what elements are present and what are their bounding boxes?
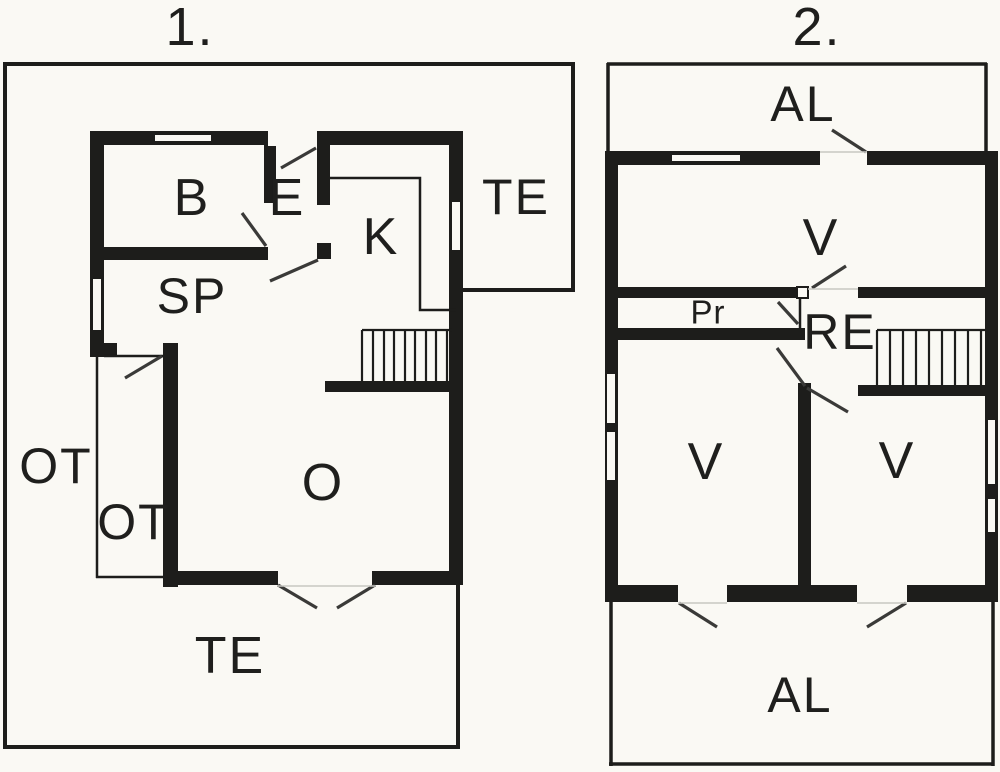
window-sp [91, 277, 103, 332]
door-swing-v-right [806, 386, 849, 414]
wall-under-stairs [858, 385, 998, 396]
door-swings [678, 128, 907, 629]
windows [605, 153, 997, 534]
door-openings [268, 130, 372, 586]
door-opening-balcony-right [857, 584, 907, 603]
wall-e-stub [317, 243, 331, 259]
wall-ot [163, 343, 178, 587]
window-right-lower [986, 497, 997, 534]
room-label-k: K [362, 208, 400, 266]
windows [91, 133, 462, 332]
door-swing-balcony-left [678, 601, 718, 629]
room-label-pr: Pr [690, 293, 726, 331]
room-label-al-bottom: AL [767, 667, 833, 723]
room-label-ot-inner: OT [97, 494, 171, 550]
door-swing-balcony-top [831, 128, 867, 154]
room-label-te-lower: TE [194, 627, 266, 685]
thin-lines [95, 176, 456, 579]
door-swing-terrace-left [277, 583, 318, 610]
room-label-v-left: V [687, 433, 725, 491]
plan-1-first-floor [3, 62, 575, 749]
wall-top [605, 151, 998, 165]
door-jamb [796, 286, 809, 299]
room-label-sp: SP [156, 268, 228, 324]
room-label-al-top: AL [770, 76, 836, 132]
kitchen-counter [330, 176, 456, 312]
room-label-re: RE [803, 304, 877, 360]
wall-v-bottom-left [618, 287, 797, 298]
door-swing-v-left [775, 347, 807, 387]
door-swing-balcony-right [866, 601, 907, 629]
balcony-outlines [606, 62, 995, 766]
room-label-v-right: V [878, 432, 916, 490]
window-right-upper [986, 418, 997, 486]
door-swing-pr [776, 300, 800, 326]
plan-1-title: 1. [165, 0, 215, 57]
wall-room-divider [798, 383, 811, 602]
door-openings [678, 150, 907, 603]
stairs [875, 328, 985, 385]
window-left-lower [605, 430, 617, 482]
door-swing-ot [124, 354, 163, 380]
room-label-te-upper: TE [482, 169, 550, 225]
door-swing-terrace-right [336, 583, 376, 610]
wall-right [449, 131, 463, 583]
window-k [450, 200, 462, 252]
window-v-top [670, 153, 742, 163]
door-opening-entry [268, 130, 317, 146]
wall-e-k [317, 145, 330, 205]
room-label-v-top: V [802, 209, 840, 267]
room-label-ot-outer: OT [19, 438, 93, 494]
stairs [360, 328, 452, 381]
door-opening-balcony-left [678, 584, 727, 603]
wall-right [985, 151, 998, 602]
wall-v-bottom-right [858, 287, 998, 298]
room-label-o: O [301, 454, 345, 512]
plot-outline [3, 62, 575, 749]
plan-2-title: 2. [792, 0, 842, 57]
threshold-lines [678, 151, 907, 604]
door-opening-terrace [278, 570, 372, 586]
wall-left-stub [104, 343, 117, 357]
plan-2-second-floor [605, 62, 998, 766]
wall-b-e [264, 145, 276, 203]
door-swing-e-sp [269, 258, 319, 283]
door-swings [124, 146, 376, 610]
walls [605, 151, 998, 602]
window-left-upper [605, 372, 617, 425]
window-b [153, 133, 213, 143]
wall-b-bottom [90, 247, 268, 260]
wall-under-stairs [325, 381, 463, 392]
room-label-e: E [268, 169, 306, 227]
door-swing-b [240, 212, 268, 247]
wall-pr-bottom [618, 328, 805, 340]
door-swing-v-top [811, 264, 847, 290]
door-opening-balcony-top [820, 150, 867, 166]
door-swing-entry [280, 146, 317, 170]
room-label-b: B [173, 169, 211, 227]
